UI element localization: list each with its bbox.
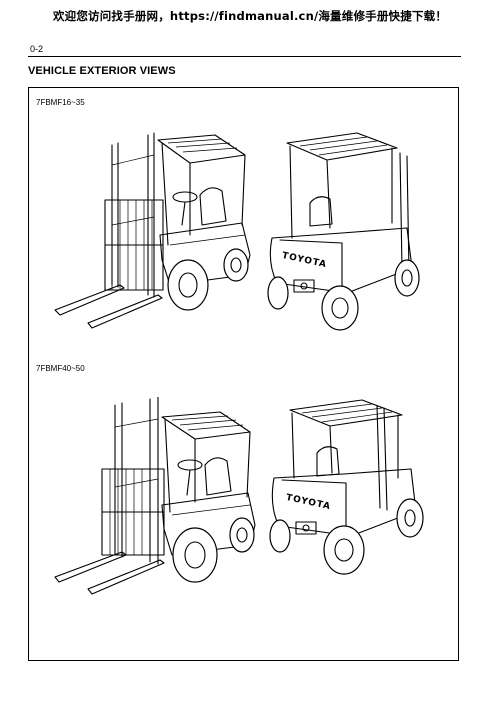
section-title: VEHICLE EXTERIOR VIEWS: [28, 65, 176, 77]
figure-frame: [28, 87, 459, 661]
header-rule: [28, 56, 461, 57]
model-label-small: 7FBMF16~35: [36, 98, 85, 107]
page-number: 0-2: [30, 44, 44, 54]
forklift-front-view-small: [54, 132, 251, 329]
forklift-front-view-large: [54, 397, 256, 595]
model-label-large: 7FBMF40~50: [36, 364, 85, 373]
forklift-rear-view-small: TOYOTA: [267, 132, 420, 331]
download-banner: 欢迎您访问找手册网，https://findmanual.cn/海量维修手册快捷…: [52, 9, 448, 23]
forklift-rear-view-large: TOYOTA: [269, 399, 424, 575]
toyota-logo: TOYOTA: [281, 251, 328, 270]
toyota-logo: TOYOTA: [285, 493, 332, 512]
